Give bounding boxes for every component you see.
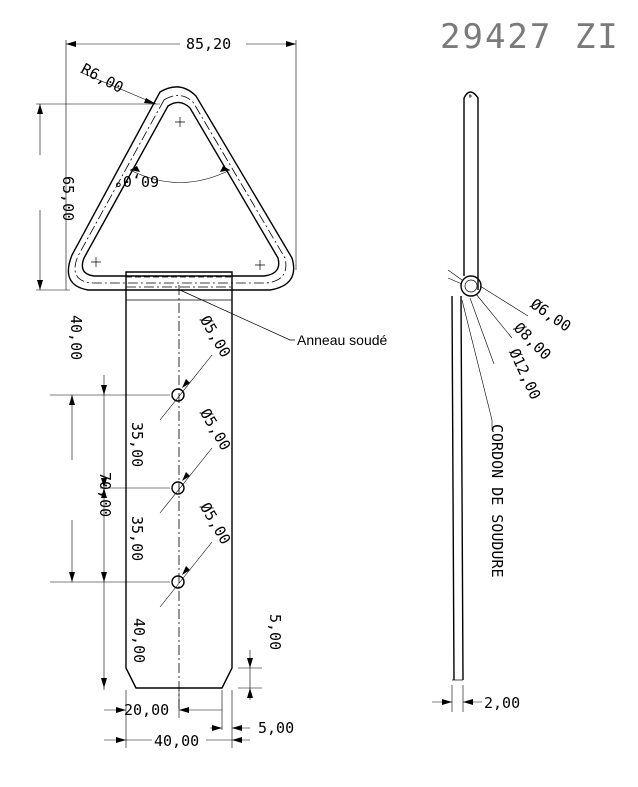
height-dimension: 65,00 (36, 103, 160, 291)
bottom-20-label: 20,00 (124, 701, 169, 719)
bottom-dimensions: 20,00 5,00 40,00 (104, 690, 294, 750)
hole-dia-label-3: Ø5,00 (196, 499, 234, 547)
weld-label: CORDON DE SOUDURE (488, 424, 506, 578)
height-label: 65,00 (59, 176, 77, 221)
ring-leader: Anneau soudé (179, 289, 388, 348)
angle-label: 60,0° (114, 172, 159, 190)
thickness-label: 2,00 (484, 694, 520, 712)
chamfer-v-label: 5,00 (266, 614, 284, 650)
pitch-2-label: 35,00 (128, 516, 146, 561)
plate (125, 271, 233, 712)
left-dimensions: 40,00 35,00 35,00 70,00 40,00 (67, 315, 148, 690)
hole-dia-label-1: Ø5,00 (196, 312, 234, 360)
hole-dia-label-2: Ø5,00 (196, 405, 234, 453)
radius-label: R6,00 (78, 60, 126, 97)
chamfer-vertical-dimension: 5,00 (238, 614, 284, 700)
dim-40-top-label: 40,00 (67, 315, 85, 360)
ring-label: Anneau soudé (297, 332, 388, 348)
chamfer-h-label: 5,00 (258, 719, 294, 737)
width-dimension: 85,20 (65, 35, 297, 290)
angle-dimension: 60,0° (114, 166, 231, 190)
span-label: 70,00 (96, 472, 114, 517)
radius-dimension: R6,00 (78, 60, 157, 105)
dim-40-bottom-label: 40,00 (130, 618, 148, 663)
drawing-title: 29427 ZI (440, 17, 620, 57)
side-view: Ø6,00 Ø8,00 Ø12,00 CORDON DE SOUDURE 2,0… (432, 91, 574, 712)
pitch-1-label: 35,00 (128, 422, 146, 467)
width-40-label: 40,00 (154, 732, 199, 750)
triangle-ring (67, 86, 295, 291)
width-label: 85,20 (186, 35, 231, 53)
